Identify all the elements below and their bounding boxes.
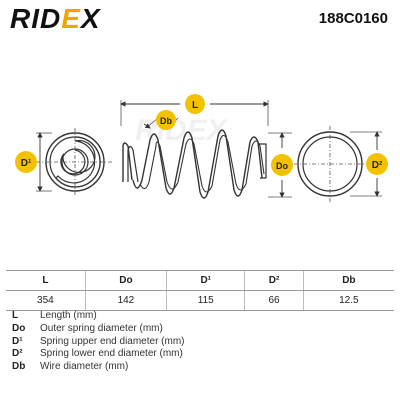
- legend-item: Do Outer spring diameter (mm): [12, 323, 185, 336]
- lower-end-view: [294, 126, 382, 202]
- badge-D1: D¹: [15, 151, 37, 173]
- legend-item: D¹ Spring upper end diameter (mm): [12, 336, 185, 349]
- legend-item: L Length (mm): [12, 310, 185, 323]
- badge-Db: Db: [156, 110, 176, 130]
- legend-desc: Length (mm): [40, 310, 97, 321]
- legend: L Length (mm) Do Outer spring diameter (…: [12, 310, 185, 374]
- badge-Db-label: Db: [160, 116, 172, 126]
- legend-code: D²: [12, 348, 23, 360]
- legend-code: L: [12, 310, 19, 321]
- legend-code: Db: [12, 361, 26, 373]
- badge-Do: Do: [271, 154, 293, 176]
- value-L: 354: [6, 290, 86, 311]
- legend-desc: Wire diameter (mm): [40, 361, 129, 373]
- spec-table-value-row: 354 142 115 66 12.5: [6, 290, 394, 311]
- header-Do: Do: [84, 270, 167, 291]
- badge-D2: D²: [366, 153, 388, 175]
- header: RIDEX 188C0160: [0, 0, 400, 40]
- legend-item: Db Wire diameter (mm): [12, 361, 185, 374]
- spec-table: L Do D¹ D² Db 354 142 115 66 12.5: [6, 270, 394, 311]
- header-D1: D¹: [166, 270, 245, 291]
- part-number: 188C0160: [318, 10, 388, 27]
- badge-Do-label: Do: [276, 161, 288, 171]
- legend-desc: Spring lower end diameter (mm): [40, 348, 183, 360]
- header-D2: D²: [244, 270, 304, 291]
- badge-D1-label: D¹: [21, 158, 32, 169]
- brand-logo: RIDEX: [10, 3, 101, 34]
- header-L: L: [6, 270, 86, 291]
- legend-desc: Spring upper end diameter (mm): [40, 335, 185, 347]
- value-Db: 12.5: [302, 290, 394, 311]
- badge-D2-label: D²: [372, 160, 383, 171]
- legend-code: Do: [12, 322, 26, 334]
- upper-end-view: [36, 128, 114, 196]
- badge-L-label: L: [192, 100, 198, 111]
- spec-table-header-row: L Do D¹ D² Db: [6, 270, 394, 291]
- watermark-text: RIDEX: [135, 114, 229, 147]
- spring-drawing: RIDEX D¹: [15, 94, 388, 202]
- legend-item: D² Spring lower end diameter (mm): [12, 348, 185, 361]
- value-Do: 142: [84, 290, 167, 311]
- header-Db: Db: [302, 270, 394, 291]
- legend-code: D¹: [12, 335, 23, 347]
- legend-desc: Outer spring diameter (mm): [40, 322, 163, 334]
- badge-L: L: [185, 94, 205, 114]
- value-D2: 66: [244, 290, 304, 311]
- value-D1: 115: [166, 290, 245, 311]
